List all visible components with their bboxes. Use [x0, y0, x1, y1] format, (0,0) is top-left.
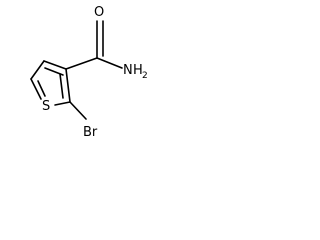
- bond-c4-c5: [30, 60, 45, 80]
- atom-label-h-count: 2: [142, 71, 148, 81]
- bond-s-c2: [54, 101, 71, 106]
- atom-label-oxygen: O: [94, 5, 104, 20]
- bond-c2-br: [69, 101, 87, 120]
- bond-c3-ccarbonyl: [65, 57, 98, 70]
- structure-diagram: O N H 2 S Br: [0, 0, 160, 145]
- bond-c5-s-inner: [37, 80, 46, 97]
- atom-label-sulfur: S: [42, 99, 50, 114]
- bond-c2-c3: [65, 68, 71, 103]
- bond-c2-c3-inner: [59, 73, 64, 99]
- atom-label-bromine: Br: [83, 125, 98, 140]
- bond-c-n: [96, 57, 123, 69]
- bond-c5-s: [30, 78, 42, 100]
- atom-label-nitrogen: N: [123, 63, 133, 78]
- bond-c3-c4: [43, 60, 67, 70]
- atom-label-hydrogen: H: [133, 63, 143, 78]
- molecule-svg: O N H 2 S Br: [30, 5, 148, 140]
